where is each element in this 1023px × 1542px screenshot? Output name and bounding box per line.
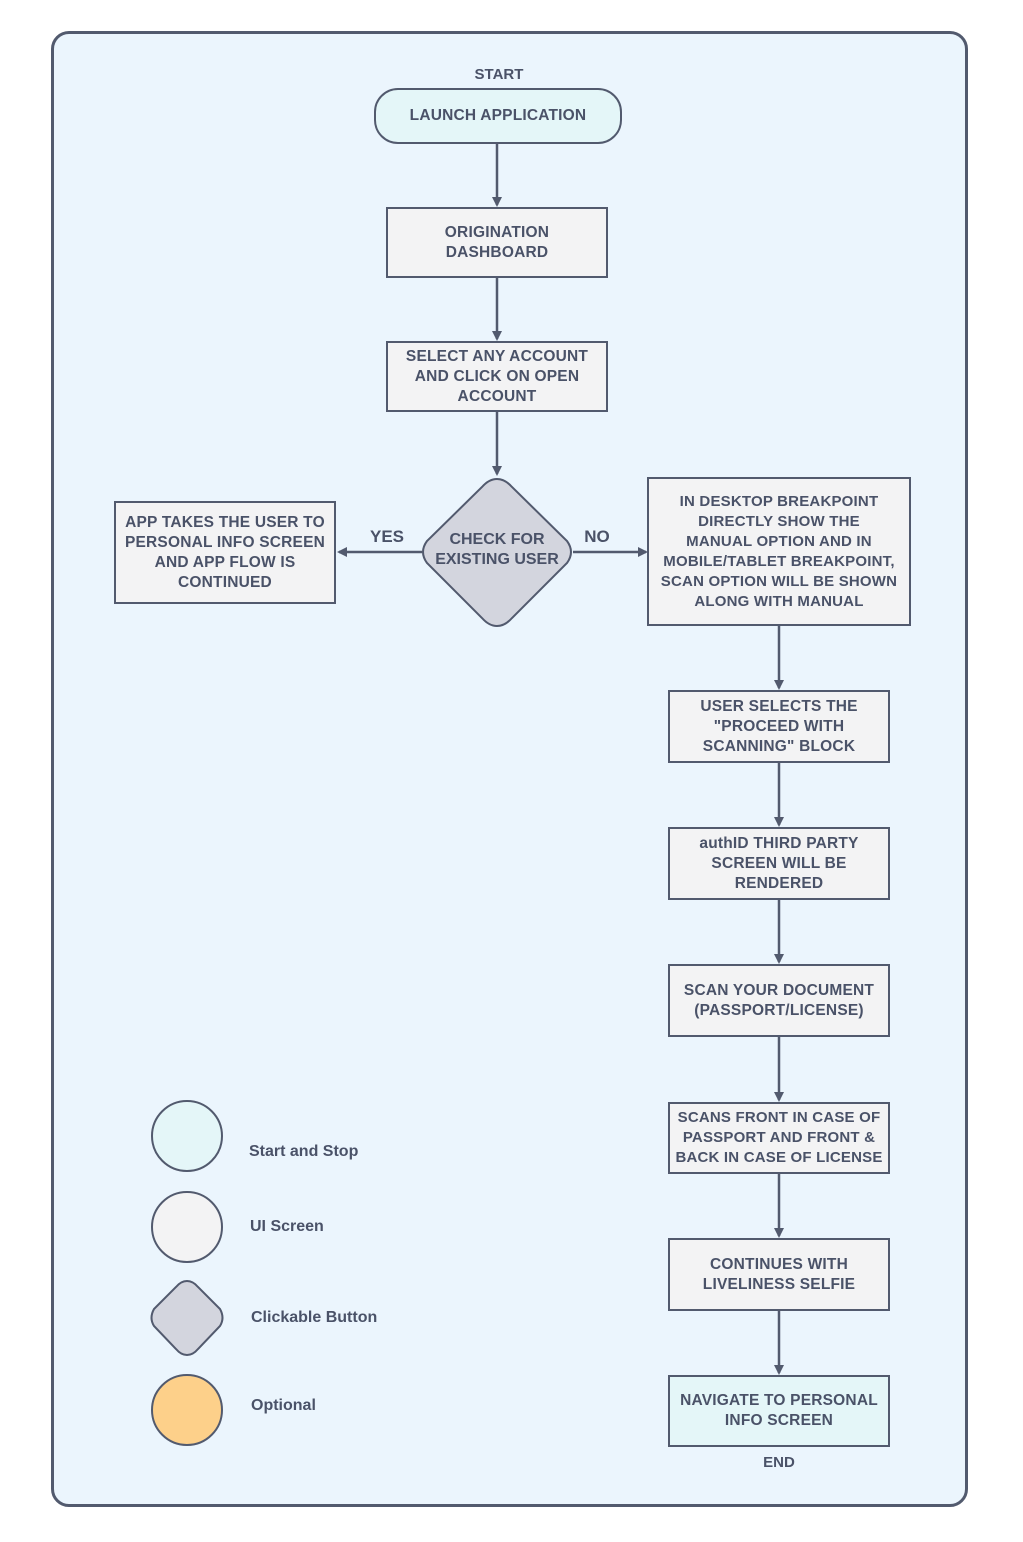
no-label: NO bbox=[584, 527, 610, 546]
select-account-text: SELECT ANY ACCOUNT AND CLICK ON OPEN ACC… bbox=[405, 347, 589, 405]
origination-dashboard-node: ORIGINATION DASHBOARD bbox=[386, 207, 608, 278]
decision-diamond bbox=[422, 477, 572, 628]
launch-application-text: LAUNCH APPLICATION bbox=[409, 107, 587, 124]
authid-screen-text: authID THIRD PARTY SCREEN WILL BE RENDER… bbox=[699, 834, 859, 892]
proceed-scanning-text: USER SELECTS THE "PROCEED WITH SCANNING"… bbox=[700, 697, 858, 755]
check-existing-user-text: CHECK FOR EXISTING USER bbox=[435, 531, 559, 568]
legend-clickable-button-label: Clickable Button bbox=[251, 1309, 378, 1326]
yes-branch-node: APP TAKES THE USER TO PERSONAL INFO SCRE… bbox=[114, 501, 336, 604]
navigate-personal-info-node: NAVIGATE TO PERSONAL INFO SCREEN bbox=[668, 1375, 890, 1447]
legend-clickable-button-icon bbox=[150, 1279, 224, 1357]
scan-document-node: SCAN YOUR DOCUMENT (PASSPORT/LICENSE) bbox=[668, 964, 890, 1037]
no-branch-node: IN DESKTOP BREAKPOINT DIRECTLY SHOW THE … bbox=[647, 477, 911, 626]
origination-dashboard-text: ORIGINATION DASHBOARD bbox=[444, 223, 550, 261]
legend-ui-screen-label: UI Screen bbox=[250, 1218, 324, 1235]
yes-branch-text: APP TAKES THE USER TO PERSONAL INFO SCRE… bbox=[124, 513, 326, 591]
authid-screen-node: authID THIRD PARTY SCREEN WILL BE RENDER… bbox=[668, 827, 890, 900]
select-account-node: SELECT ANY ACCOUNT AND CLICK ON OPEN ACC… bbox=[386, 341, 608, 412]
scans-front-node: SCANS FRONT IN CASE OF PASSPORT AND FRON… bbox=[668, 1102, 890, 1174]
end-label: END bbox=[763, 1454, 795, 1471]
launch-application-node: LAUNCH APPLICATION bbox=[374, 88, 622, 144]
yes-label: YES bbox=[369, 527, 405, 546]
scans-front-text: SCANS FRONT IN CASE OF PASSPORT AND FRON… bbox=[675, 1109, 883, 1166]
proceed-scanning-node: USER SELECTS THE "PROCEED WITH SCANNING"… bbox=[668, 690, 890, 763]
liveliness-selfie-text: CONTINUES WITH LIVELINESS SELFIE bbox=[702, 1255, 856, 1293]
legend-start-stop-label: Start and Stop bbox=[249, 1143, 359, 1160]
legend-ui-screen-icon bbox=[151, 1191, 223, 1263]
navigate-personal-info-text: NAVIGATE TO PERSONAL INFO SCREEN bbox=[680, 1392, 878, 1429]
legend-optional-icon bbox=[151, 1374, 223, 1446]
no-branch-text: IN DESKTOP BREAKPOINT DIRECTLY SHOW THE … bbox=[660, 492, 898, 610]
start-label: START bbox=[474, 66, 524, 83]
scan-document-text: SCAN YOUR DOCUMENT (PASSPORT/LICENSE) bbox=[683, 981, 875, 1019]
legend-optional-label: Optional bbox=[251, 1397, 316, 1414]
legend-start-stop-icon bbox=[151, 1100, 223, 1172]
liveliness-selfie-node: CONTINUES WITH LIVELINESS SELFIE bbox=[668, 1238, 890, 1311]
